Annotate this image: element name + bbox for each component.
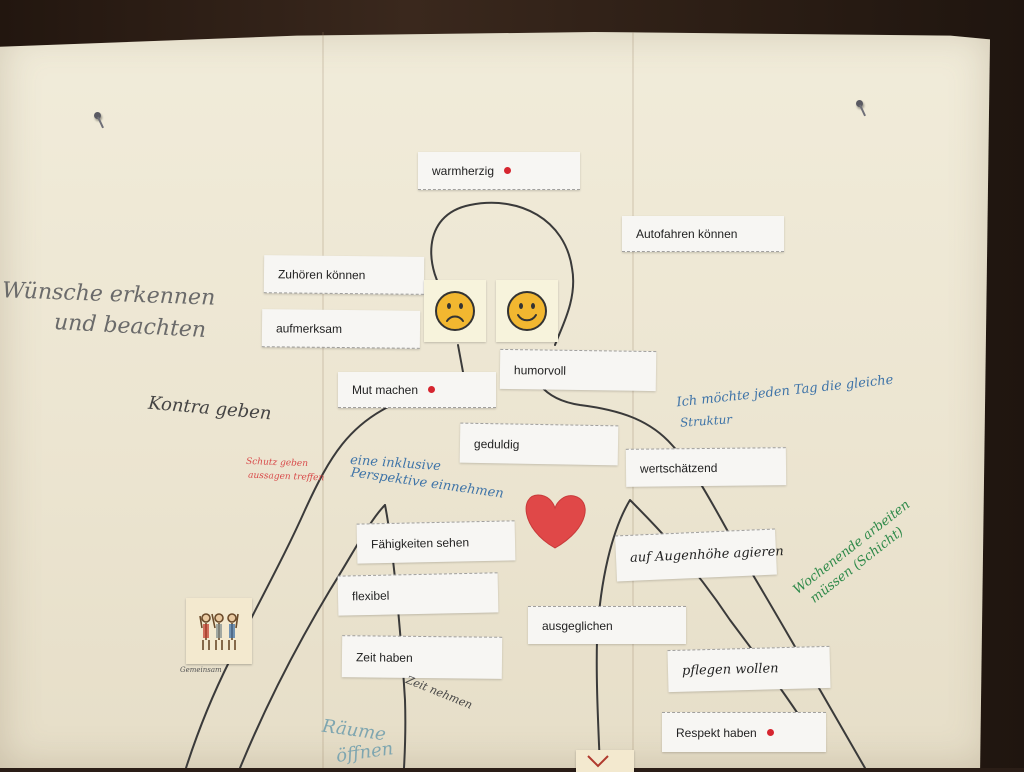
strip-label: warmherzig — [432, 163, 495, 178]
strip-ausgeglichen: ausgeglichen — [528, 606, 686, 644]
push-pin — [94, 112, 101, 119]
sad-face-card — [424, 280, 486, 342]
strip-label: Autofahren können — [636, 226, 738, 241]
strip-respekt-haben: Respekt haben — [662, 712, 826, 752]
red-dot-marker — [428, 386, 436, 393]
strip-label: aufmerksam — [275, 320, 343, 336]
heart-icon — [525, 494, 586, 549]
strip-pflegen-wollen: pflegen wollen — [667, 645, 831, 693]
strip-augenhoehe: auf Augenhöhe agieren — [615, 528, 784, 582]
strip-geduldig: geduldig — [459, 422, 619, 466]
handwriting-schutz-1: Schutz geben — [245, 456, 309, 470]
push-pin — [856, 100, 863, 107]
strip-flexibel: flexibel — [337, 572, 499, 616]
strip-zuhoeren: Zuhören können — [263, 255, 425, 295]
paper-seam — [322, 32, 324, 768]
strip-faehigkeiten: Fähigkeiten sehen — [356, 520, 516, 564]
strip-wertschaetzend: wertschätzend — [625, 447, 787, 487]
picture-card-icon — [587, 755, 609, 768]
strip-label: auf Augenhöhe agieren — [629, 544, 785, 566]
strip-aufmerksam: aufmerksam — [261, 309, 421, 349]
handwriting-card-caption: Gemeinsam — [180, 666, 222, 674]
neck-left — [457, 344, 464, 373]
strip-warmherzig: warmherzig — [418, 152, 580, 190]
head-outline — [430, 201, 575, 346]
strip-label: Respekt haben — [676, 725, 757, 740]
people-card-icon — [199, 613, 239, 650]
strip-autofahren: Autofahren können — [622, 216, 784, 252]
strip-label: Zuhören können — [277, 266, 366, 282]
strip-label: geduldig — [473, 436, 520, 452]
strip-label: humorvoll — [513, 362, 567, 378]
strip-label: Zeit haben — [355, 649, 413, 665]
strip-mut-machen: Mut machen — [338, 372, 496, 408]
red-dot-marker — [766, 729, 774, 736]
strip-label: wertschätzend — [639, 460, 718, 476]
strip-zeit-haben: Zeit haben — [341, 635, 503, 679]
happy-face-icon — [507, 291, 547, 331]
strip-label: flexibel — [351, 588, 390, 603]
strip-label: pflegen wollen — [681, 661, 779, 679]
left-shoulder-arm — [185, 404, 393, 768]
picture-card-partial — [576, 750, 634, 772]
people-card — [186, 598, 252, 664]
strip-label: ausgeglichen — [542, 618, 613, 633]
strip-label: Mut machen — [352, 382, 419, 397]
happy-face-card — [496, 280, 558, 342]
paper-seam — [632, 32, 634, 768]
strip-humorvoll: humorvoll — [499, 348, 657, 392]
strip-label: Fähigkeiten sehen — [370, 534, 470, 551]
red-dot-marker — [504, 167, 512, 174]
sad-face-icon — [435, 291, 475, 331]
